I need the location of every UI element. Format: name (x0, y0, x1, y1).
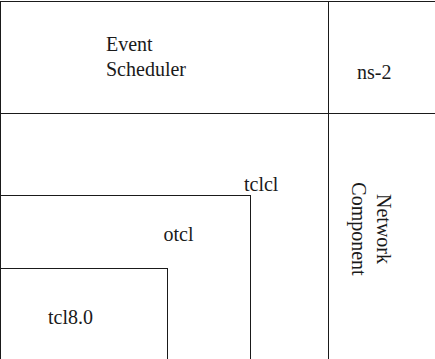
layer-box: tcl8.0 (0, 268, 168, 359)
layer-box: ns-2 (328, 1, 435, 114)
layer-label: Event Scheduler (106, 32, 216, 82)
layer-box: Event Scheduler (0, 1, 329, 114)
layer-box: otcl tcl8.0 (0, 195, 251, 359)
layer-label: otcl (164, 222, 194, 247)
layer-box: Network Component (328, 113, 435, 359)
layer-label: Network Component (346, 173, 396, 285)
layer-label: tcl8.0 (48, 305, 93, 330)
layer-label: tclcl (244, 172, 278, 197)
layer-label: ns-2 (357, 60, 391, 85)
layer-box: tclcl otcl tcl8.0 (0, 113, 329, 359)
